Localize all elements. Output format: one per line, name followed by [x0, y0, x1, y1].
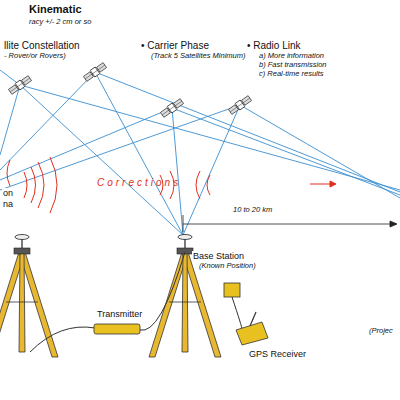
device-label: Transmitter: [96, 309, 143, 319]
section-heading: • Carrier Phase: [140, 40, 210, 52]
source-note: (Projec: [368, 327, 394, 336]
rover-label: na: [2, 199, 14, 209]
section-note: (Track 5 Satellites Minimum): [150, 52, 246, 61]
section-heading: llite Constellation: [3, 40, 81, 52]
station-label: Base Station: [192, 251, 245, 261]
list-item: b) Fast transmission: [258, 61, 328, 70]
station-note: (Known Position): [198, 262, 257, 271]
rover-label: on: [2, 188, 14, 198]
diagram-title: Kinematic: [28, 3, 83, 16]
section-heading: • Radio Link: [246, 40, 302, 52]
distance-label: 10 to 20 km: [232, 206, 273, 215]
list-item: a) More information: [258, 52, 325, 61]
accuracy-note: racy +/- 2 cm or so: [28, 18, 92, 27]
device-label: GPS Receiver: [248, 349, 307, 359]
corrections-label: Corrections: [96, 177, 182, 189]
section-note: - Rover/or Rovers): [3, 52, 67, 61]
list-item: c) Real-time results: [258, 70, 325, 79]
